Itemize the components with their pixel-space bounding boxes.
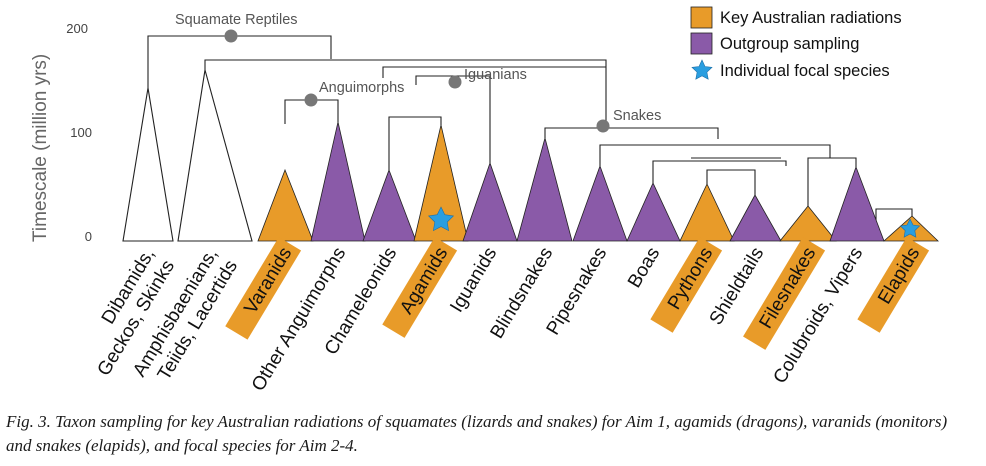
legend-label-outgroup: Outgroup sampling xyxy=(720,35,859,53)
node-label-iguanians: Iguanians xyxy=(464,67,527,83)
legend: Key Australian radiations Outgroup sampl… xyxy=(690,6,902,80)
y-axis-label: Timescale (million yrs) xyxy=(30,54,51,242)
y-tick-200: 200 xyxy=(66,21,88,36)
y-tick-100: 100 xyxy=(70,125,92,140)
clade-iguanids xyxy=(462,161,518,242)
y-tick-0: 0 xyxy=(85,229,92,244)
legend-label-focal: Individual focal species xyxy=(720,62,890,80)
taxon-labels: Dibamids, Geckos, Skinks Amphisbaenians,… xyxy=(94,237,930,395)
node-dot-squamates xyxy=(224,29,238,43)
clade-varanids xyxy=(257,168,314,242)
node-markers xyxy=(224,29,610,133)
focal-species-star-agamids xyxy=(427,206,455,232)
figure-caption: Fig. 3. Taxon sampling for key Australia… xyxy=(6,412,948,455)
clade-filesnakes xyxy=(779,205,837,242)
node-label-squamate-reptiles: Squamate Reptiles xyxy=(175,12,298,28)
clade-chameleonids xyxy=(362,168,417,242)
legend-label-key: Key Australian radiations xyxy=(720,9,902,27)
clade-pythons xyxy=(679,183,735,242)
taxon-label-elapids: Elapids xyxy=(857,237,930,333)
taxon-label-boas: Boas xyxy=(624,244,664,292)
clade-other-anguimorphs xyxy=(310,121,366,242)
clade-pipesnakes xyxy=(572,164,628,242)
clade-shieldtails xyxy=(729,194,782,242)
node-dot-iguanians xyxy=(448,75,462,89)
clade-dibamids-geckos-skinks xyxy=(122,87,174,242)
node-dot-anguimorphs xyxy=(304,93,318,107)
clade-amphisbaenians-teiids-lacertids xyxy=(177,69,253,242)
node-dot-snakes xyxy=(596,119,610,133)
legend-swatch-outgroup xyxy=(690,32,713,55)
clade-colubroids-vipers xyxy=(829,165,885,242)
node-label-anguimorphs: Anguimorphs xyxy=(319,80,404,96)
phylogeny-figure: Timescale (million yrs) 200 100 0 xyxy=(30,6,939,395)
node-label-snakes: Snakes xyxy=(613,108,661,124)
focal-species-star-elapids xyxy=(899,218,921,238)
clade-triangles xyxy=(122,69,939,242)
clade-blindsnakes xyxy=(516,136,573,242)
svg-text:Boas: Boas xyxy=(624,244,664,292)
clade-boas xyxy=(626,182,681,242)
legend-star-icon xyxy=(691,59,713,80)
legend-swatch-key xyxy=(690,6,713,29)
